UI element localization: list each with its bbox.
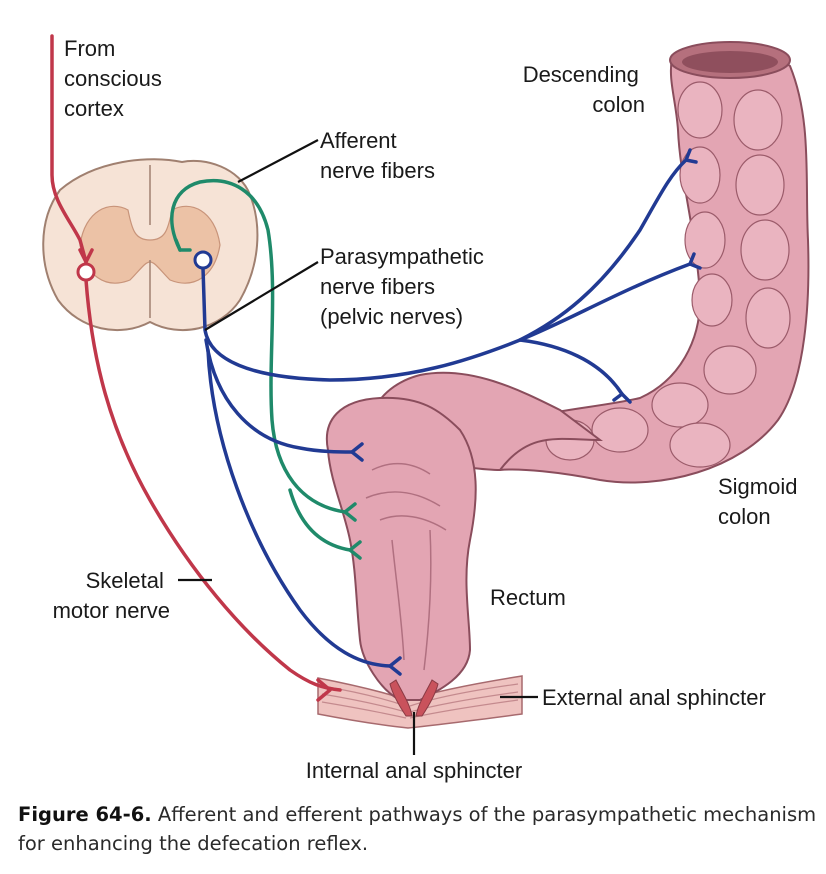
parasympathetic-nerve-fibers	[201, 148, 702, 676]
spinal-cord-section	[42, 158, 259, 332]
defecation-reflex-diagram: From conscious cortex Descending colon A…	[42, 34, 810, 783]
leader-lines	[178, 139, 538, 755]
skeletal-neuron-body	[76, 262, 96, 282]
label-descending-colon: Descending colon	[523, 62, 645, 117]
label-afferent-nerve-fibers: Afferent nerve fibers	[320, 128, 435, 183]
label-internal-anal-sphincter: Internal anal sphincter	[306, 758, 522, 783]
label-skeletal-motor-nerve: Skeletal motor nerve	[53, 568, 170, 623]
figure-caption-text: Afferent and efferent pathways of the pa…	[18, 803, 817, 855]
label-rectum: Rectum	[490, 585, 566, 610]
figure-number: Figure 64-6.	[18, 803, 152, 826]
external-anal-sphincter-muscle	[317, 675, 523, 729]
label-conscious-cortex: From conscious cortex	[64, 36, 168, 121]
label-sigmoid-colon: Sigmoid colon	[718, 474, 804, 529]
label-external-anal-sphincter: External anal sphincter	[542, 685, 766, 710]
label-parasympathetic-nerve-fibers: Parasympathetic nerve fibers (pelvic ner…	[320, 244, 490, 329]
parasympathetic-neuron-body	[193, 250, 213, 270]
skeletal-motor-nerve	[50, 34, 342, 702]
afferent-nerve-fibers	[170, 178, 362, 560]
figure-caption: Figure 64-6. Afferent and efferent pathw…	[18, 800, 818, 858]
